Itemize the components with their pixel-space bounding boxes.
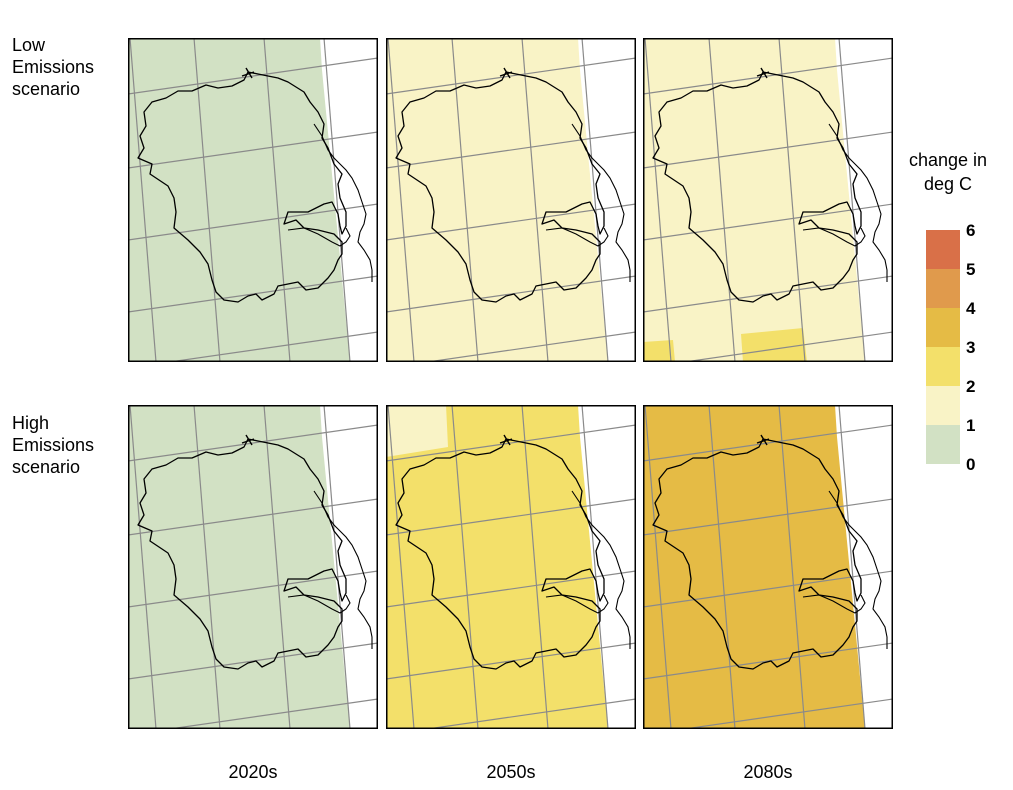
legend-title-line: deg C	[923, 174, 973, 194]
column-label-2080s: 2080s	[743, 762, 793, 782]
legend-swatch	[926, 230, 960, 269]
map-svg	[386, 405, 636, 729]
estuary	[802, 227, 866, 247]
estuary	[545, 227, 609, 247]
region-boundary	[652, 438, 862, 670]
map-panel-low-2020s	[128, 38, 378, 362]
row-label-line: Emissions	[12, 57, 95, 77]
legend-swatch	[926, 386, 960, 425]
row-label-high-emissions: High Emissions scenario	[12, 412, 94, 478]
coastline	[313, 123, 373, 282]
region-boundary	[137, 71, 347, 303]
legend-tick-label: 6	[966, 222, 975, 240]
river-mouth-mark	[756, 67, 770, 79]
legend-tick-label: 4	[966, 299, 976, 318]
coastline	[571, 490, 631, 649]
legend-tick-label: 0	[966, 455, 975, 474]
river-mouth-mark	[756, 434, 770, 446]
panel-frame	[386, 38, 636, 362]
estuary	[545, 594, 609, 614]
temperature-change-cells	[643, 405, 865, 729]
legend-title: change in deg C	[898, 148, 998, 196]
legend-swatch	[926, 425, 960, 464]
panel-frame	[643, 405, 893, 729]
region-boundary	[395, 438, 605, 670]
column-label-2020s: 2020s	[228, 762, 278, 782]
legend-colorbar: 6 5 4 3 2 1 0	[926, 222, 976, 474]
cell-lighter	[386, 405, 448, 457]
temperature-change-cells	[386, 38, 608, 362]
legend-tick-label: 3	[966, 338, 975, 357]
coastline	[313, 490, 373, 649]
map-panel-low-2050s	[386, 38, 636, 362]
map-svg	[128, 405, 378, 729]
coastline	[828, 123, 888, 282]
map-svg	[128, 38, 378, 362]
map-svg	[643, 38, 893, 362]
estuary	[287, 227, 351, 247]
river-mouth-mark	[241, 67, 255, 79]
legend-tick-label: 2	[966, 377, 975, 396]
temperature-change-cells	[128, 405, 350, 729]
river-mouth-mark	[499, 434, 513, 446]
estuary	[287, 594, 351, 614]
row-label-line: High	[12, 413, 50, 433]
cell-warmer	[643, 340, 675, 362]
map-panel-high-2050s	[386, 405, 636, 729]
map-svg	[386, 38, 636, 362]
legend-swatch	[926, 269, 960, 308]
legend-tick-label: 1	[966, 416, 975, 435]
column-label-2050s: 2050s	[486, 762, 536, 782]
legend-tick-label: 5	[966, 260, 975, 279]
panel-frame	[386, 405, 636, 729]
map-panel-high-2080s	[643, 405, 893, 729]
grid-lines	[386, 38, 636, 362]
cell-warmer	[741, 328, 807, 362]
temperature-change-cells	[643, 38, 865, 362]
temperature-change-cells	[128, 38, 350, 362]
temperature-change-cells	[386, 405, 608, 729]
row-label-line: scenario	[12, 79, 81, 99]
region-boundary	[652, 71, 862, 303]
row-label-line: Low	[12, 35, 46, 55]
row-label-line: Emissions	[12, 435, 95, 455]
river-mouth-mark	[241, 434, 255, 446]
map-panel-low-2080s	[643, 38, 893, 362]
grid-lines	[386, 405, 636, 729]
river-mouth-mark	[499, 67, 513, 79]
estuary	[802, 594, 866, 614]
map-svg	[643, 405, 893, 729]
region-boundary	[137, 438, 347, 670]
panel-frame	[128, 405, 378, 729]
legend-swatch	[926, 308, 960, 347]
grid-lines	[128, 405, 378, 729]
legend-swatch	[926, 347, 960, 386]
row-label-line: scenario	[12, 457, 81, 477]
panel-frame	[128, 38, 378, 362]
coastline	[571, 123, 631, 282]
panel-frame	[643, 38, 893, 362]
region-boundary	[395, 71, 605, 303]
row-label-low-emissions: Low Emissions scenario	[12, 34, 94, 100]
coastline	[828, 490, 888, 649]
legend-title-line: change in	[908, 150, 988, 170]
map-panel-high-2020s	[128, 405, 378, 729]
